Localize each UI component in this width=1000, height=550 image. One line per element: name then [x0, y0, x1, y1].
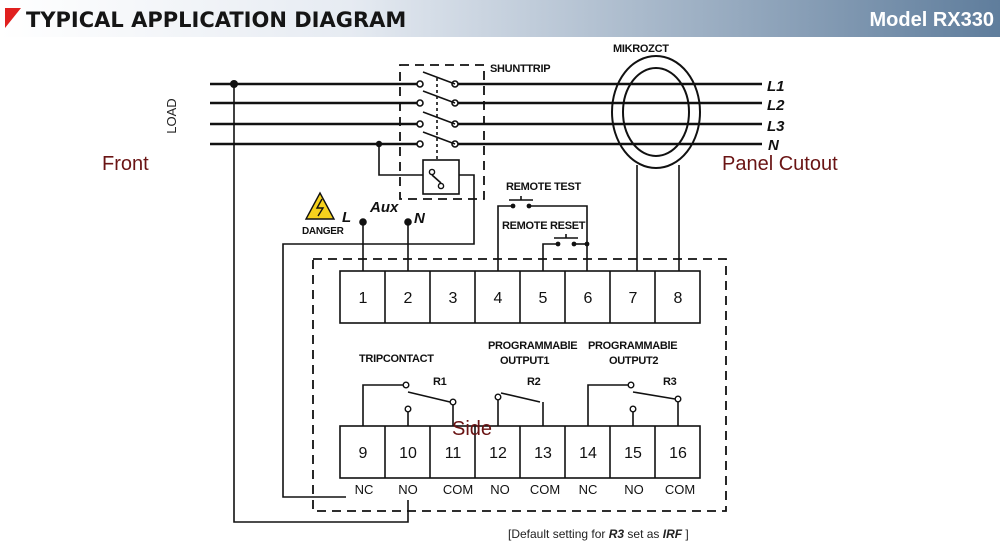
terminal-14: 14 — [579, 445, 597, 462]
relay-r3-label: R3 — [663, 376, 677, 388]
aux-label: Aux — [369, 199, 399, 216]
prog-output2-label-line2: OUTPUT2 — [609, 355, 658, 367]
top-terminal-block — [339, 270, 701, 324]
terminal-8: 8 — [674, 290, 683, 307]
terminal-6: 6 — [584, 290, 593, 307]
terminal-15: 15 — [624, 445, 642, 462]
terminal-16: 16 — [669, 445, 687, 462]
terminal-12: 12 — [489, 445, 507, 462]
header-bar — [0, 0, 1000, 37]
relay-r2-label: R2 — [527, 376, 541, 388]
terminal-4: 4 — [494, 290, 503, 307]
relay-r2 — [494, 392, 544, 426]
danger-label: DANGER — [302, 226, 345, 237]
side-label: Side — [452, 418, 492, 440]
trip-contact-label: TRIPCONTACT — [359, 353, 434, 365]
load-label: LOAD — [164, 98, 179, 133]
function-label-9: NC — [355, 482, 374, 497]
function-label-10: NO — [398, 482, 418, 497]
terminal-5: 5 — [539, 290, 548, 307]
terminal-9: 9 — [359, 445, 368, 462]
relay-r3 — [587, 381, 682, 426]
zct-label: MIKROZCT — [613, 43, 669, 55]
panel-cutout-label: Panel Cutout — [722, 153, 838, 175]
zct-ring — [611, 55, 701, 271]
phase-l2-label: L2 — [767, 97, 785, 114]
diagram-title: TYPICAL APPLICATION DIAGRAM — [26, 8, 406, 32]
function-label-11: COM — [443, 482, 473, 497]
terminal-7: 7 — [629, 290, 638, 307]
terminal-1: 1 — [359, 290, 368, 307]
aux-n-label: N — [414, 210, 426, 227]
danger-warning-icon — [304, 191, 336, 220]
function-label-15: NO — [624, 482, 644, 497]
terminal-3: 3 — [449, 290, 458, 307]
model-name: Model RX330 — [870, 9, 994, 31]
phase-lines — [210, 82, 762, 146]
terminal-10: 10 — [399, 445, 417, 462]
remote-test-label: REMOTE TEST — [506, 181, 582, 193]
terminal-11: 11 — [445, 445, 462, 462]
shunt-trip-label: SHUNTTRIP — [490, 63, 550, 75]
shunt-trip-breaker — [399, 64, 485, 200]
phase-l3-label: L3 — [767, 118, 785, 135]
aux-l-label: L — [342, 209, 351, 226]
remote-reset-label: REMOTE RESET — [502, 220, 586, 232]
function-label-14: NC — [579, 482, 598, 497]
header-triangle-icon — [5, 8, 21, 28]
phase-n-label: N — [768, 137, 780, 154]
relay-r1 — [362, 381, 457, 426]
prog-output1-label-line2: OUTPUT1 — [500, 355, 549, 367]
terminal-2: 2 — [404, 290, 413, 307]
function-label-13: COM — [530, 482, 560, 497]
front-label: Front — [102, 153, 149, 175]
prog-output2-label-line1: PROGRAMMABlE — [588, 340, 677, 352]
function-label-16: COM — [665, 482, 695, 497]
function-label-12: NO — [490, 482, 510, 497]
default-setting-note: [Default setting for R3 set as IRF ] — [508, 527, 689, 541]
terminal-13: 13 — [534, 445, 552, 462]
device-enclosure — [312, 258, 727, 512]
bottom-terminal-block — [339, 425, 701, 479]
relay-r1-label: R1 — [433, 376, 447, 388]
prog-output1-label-line1: PROGRAMMABlE — [488, 340, 577, 352]
phase-l1-label: L1 — [767, 78, 785, 95]
